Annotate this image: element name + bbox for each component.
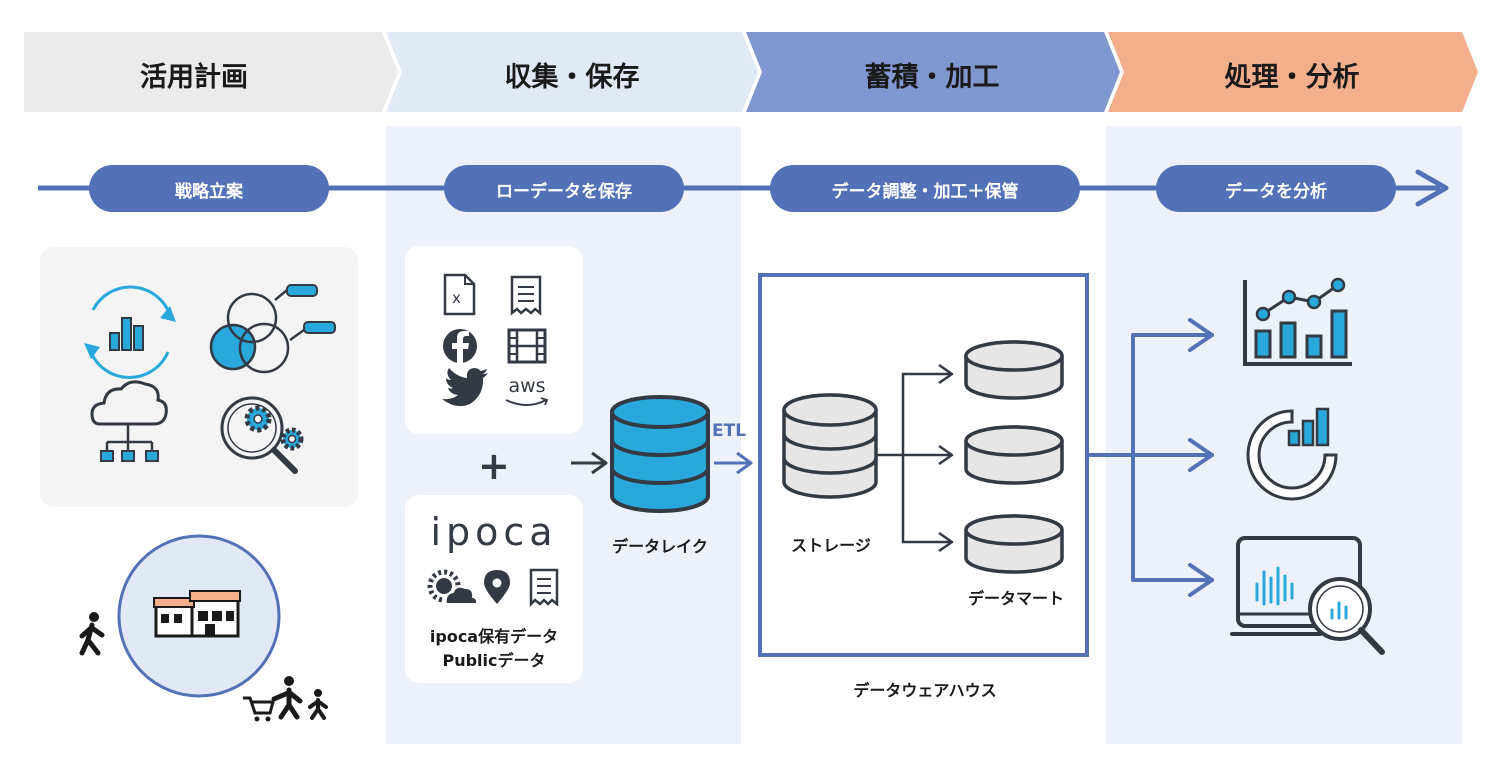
aws-icon: aws — [505, 375, 549, 406]
venn-diagram-icon — [209, 284, 336, 374]
arrow-to-lake-head — [591, 451, 608, 475]
stage-title-collect: 収集・保存 — [504, 62, 640, 93]
step-pill-adjust — [770, 165, 1080, 212]
facebook-icon — [443, 329, 477, 363]
source-icons-card — [405, 246, 583, 434]
step-label-strategy: 戦略立案 — [175, 182, 243, 202]
etl-arrow-head — [736, 451, 753, 475]
stage-banner-analyze — [1108, 32, 1478, 112]
aws-label: aws — [508, 375, 545, 397]
timeline-arrowhead — [1415, 169, 1449, 207]
storage-label: ストレージ — [791, 536, 871, 555]
gauge-chart-icon — [1246, 407, 1338, 501]
store-icon — [153, 590, 241, 638]
analyze-column-bg — [1106, 126, 1462, 744]
stage-title-accumulate: 蓄積・加工 — [864, 62, 1000, 93]
location-pin-icon — [484, 570, 510, 604]
data-lake-icon — [610, 395, 710, 513]
analysis-branch-arrows — [1085, 318, 1214, 597]
stage-title-plan: 活用計画 — [140, 62, 248, 93]
stage-title-analyze: 処理・分析 — [1224, 62, 1360, 93]
ipoca-data-caption-2: Publicデータ — [442, 651, 546, 670]
twitter-icon — [442, 368, 488, 407]
search-gears-icon — [220, 396, 304, 474]
shopping-family-icon — [243, 676, 328, 722]
data-warehouse-label: データウェアハウス — [853, 681, 997, 700]
step-label-raw-data: ローデータを保存 — [496, 182, 632, 202]
cloud-network-icon — [90, 380, 168, 462]
data-mart-cylinder-icon — [964, 340, 1064, 400]
storage-cylinder-icon — [782, 393, 878, 499]
weather-icon — [427, 569, 479, 605]
monitor-analytics-icon — [1230, 536, 1385, 655]
data-mart-cylinder-icon — [964, 514, 1064, 574]
receipt-icon — [510, 275, 542, 316]
etl-label: ETL — [712, 421, 747, 441]
step-label-analyze: データを分析 — [1225, 182, 1327, 202]
excel-x-mark: x — [452, 289, 461, 307]
step-pill-raw-data — [444, 165, 684, 212]
stage-banner-collect — [386, 32, 758, 112]
excel-file-icon — [443, 273, 476, 316]
step-label-adjust: データ調整・加工＋保管 — [831, 182, 1019, 202]
ipoca-data-caption-1: ipoca保有データ — [429, 627, 559, 646]
step-pill-analyze — [1156, 165, 1396, 212]
cycle-chart-icon — [84, 285, 176, 379]
mart-connectors — [876, 363, 954, 553]
data-mart-label: データマート — [967, 589, 1064, 608]
step-pill-strategy — [89, 165, 329, 212]
stage-banner-plan — [24, 32, 398, 112]
plus-sign: + — [478, 444, 510, 488]
ipoca-logo: ipoca — [430, 510, 557, 554]
data-lake-label: データレイク — [612, 537, 708, 556]
data-mart-cylinder-icon — [964, 425, 1064, 485]
bar-line-chart-icon — [1243, 277, 1352, 366]
film-icon — [507, 328, 547, 364]
receipt-icon — [529, 568, 559, 608]
walking-person-icon — [79, 612, 105, 656]
stage-banner-accumulate — [746, 32, 1120, 112]
